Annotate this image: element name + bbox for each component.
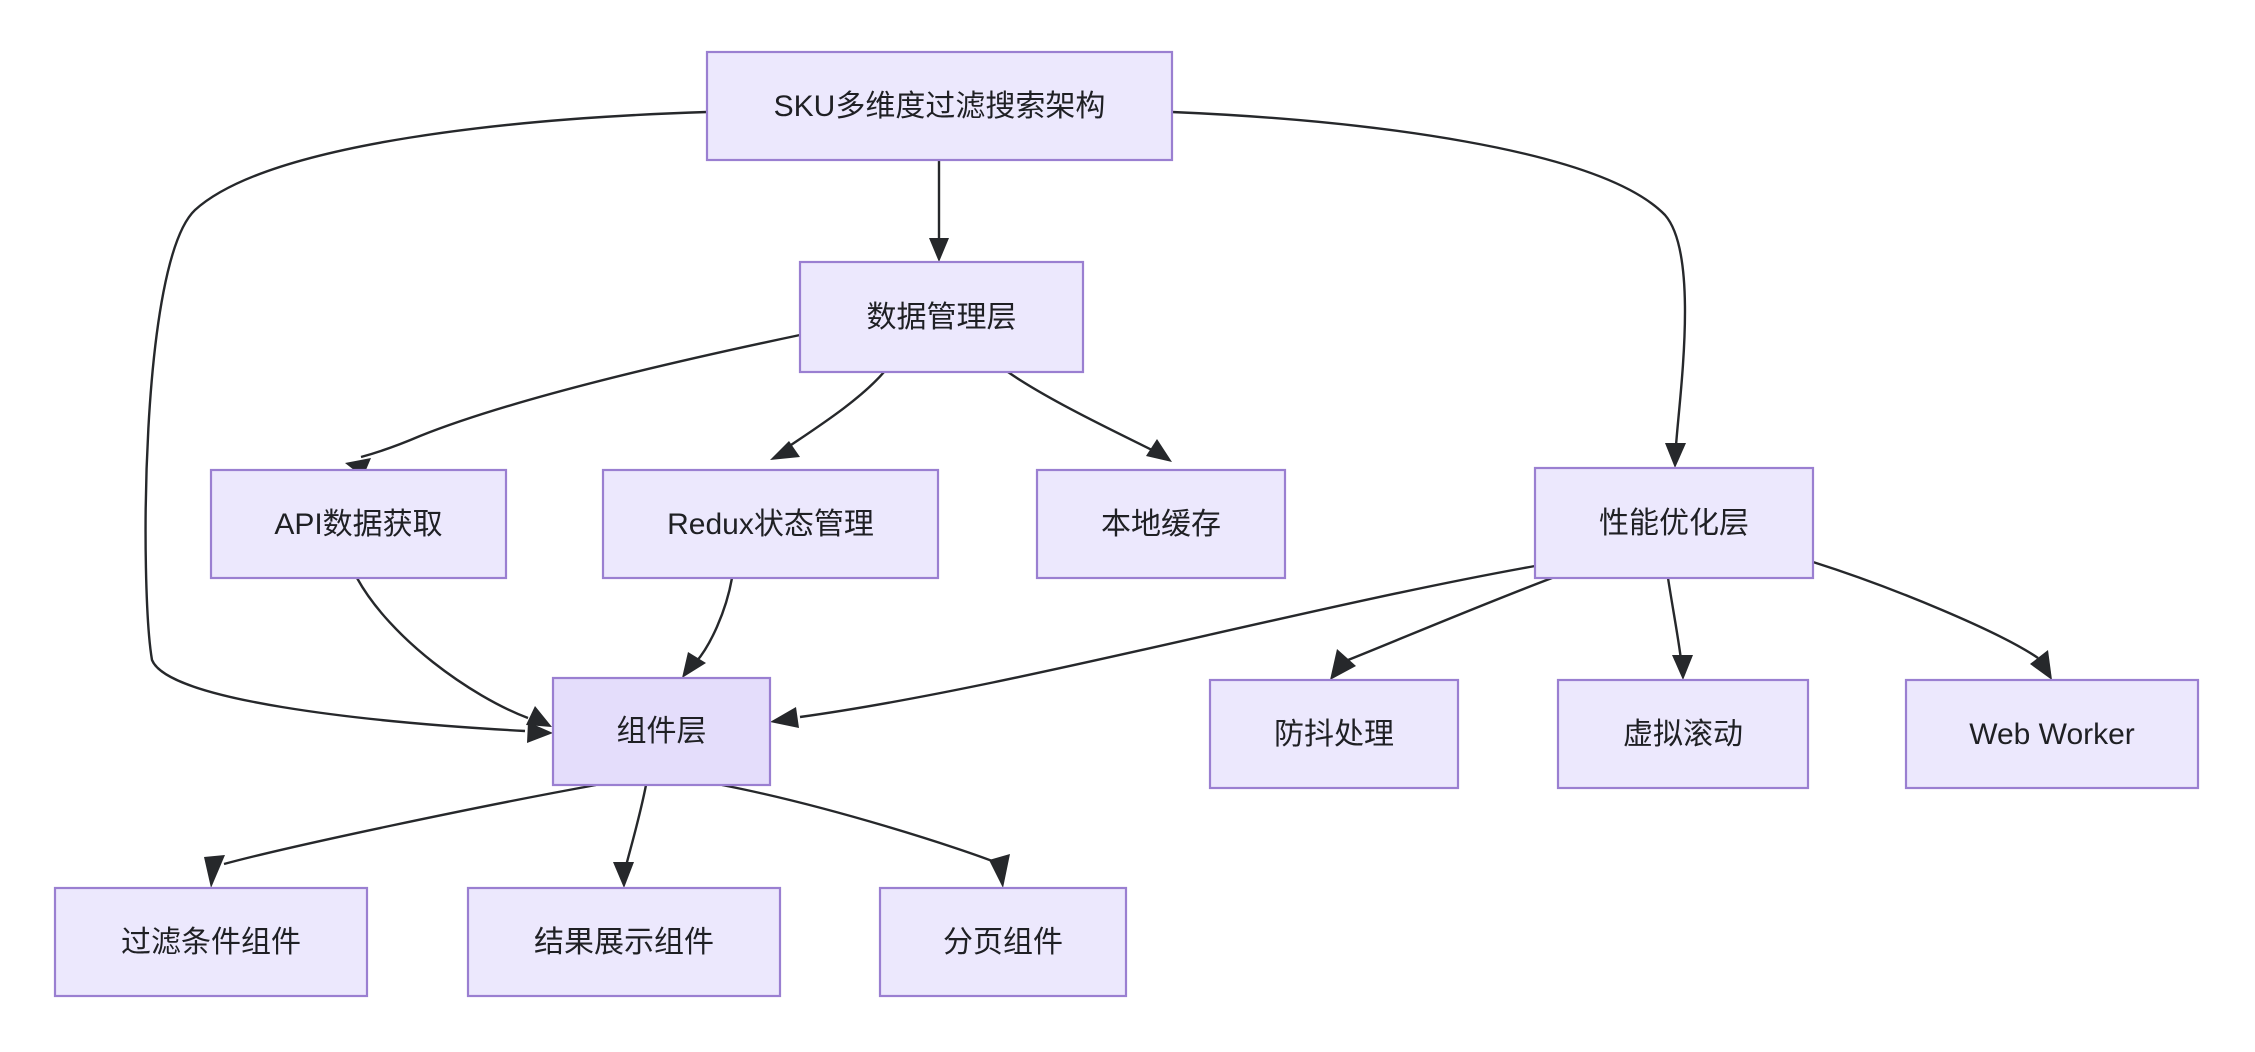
edge-root-to-data-layer: [929, 160, 949, 262]
node-webworker-label: Web Worker: [1969, 718, 2135, 751]
edge-component-to-result: [613, 784, 648, 888]
node-root[interactable]: SKU多维度过滤搜索架构: [705, 50, 1174, 162]
node-filter-cmp-label: 过滤条件组件: [121, 926, 301, 959]
edge-perf-to-debounce: [1330, 576, 1553, 680]
node-api-label: API数据获取: [274, 508, 442, 541]
edge-component-to-page: [721, 783, 1010, 888]
node-cache[interactable]: 本地缓存: [1035, 468, 1287, 580]
node-webworker[interactable]: Web Worker: [1904, 678, 2200, 790]
node-cache-label: 本地缓存: [1101, 508, 1221, 541]
node-page-cmp[interactable]: 分页组件: [878, 886, 1128, 998]
node-component[interactable]: 组件层: [551, 676, 772, 787]
node-virtual[interactable]: 虚拟滚动: [1556, 678, 1810, 790]
edge-perf-to-virtual: [1666, 577, 1693, 680]
edge-component-to-filter: [204, 783, 597, 888]
edge-perf-to-webworker: [1812, 560, 2052, 680]
node-perf[interactable]: 性能优化层: [1533, 466, 1815, 580]
node-api[interactable]: API数据获取: [209, 468, 508, 580]
edge-perf-to-component: [770, 564, 1536, 728]
edge-data-layer-to-api: [345, 333, 801, 477]
node-debounce[interactable]: 防抖处理: [1208, 678, 1460, 790]
node-component-label: 组件层: [617, 715, 707, 748]
node-layer: SKU多维度过滤搜索架构 数据管理层 API数据获取 Redux状态管理 本地缓…: [53, 50, 2200, 998]
node-perf-label: 性能优化层: [1599, 507, 1749, 540]
edge-layer: [144, 110, 2052, 888]
node-redux[interactable]: Redux状态管理: [601, 468, 940, 580]
edge-api-to-component: [355, 577, 552, 727]
node-filter-cmp[interactable]: 过滤条件组件: [53, 886, 369, 998]
edge-root-to-component: [144, 110, 708, 743]
edge-data-layer-to-redux: [770, 371, 885, 460]
node-debounce-label: 防抖处理: [1274, 718, 1394, 751]
node-data-layer-label: 数据管理层: [867, 301, 1017, 334]
node-virtual-label: 虚拟滚动: [1623, 718, 1743, 751]
node-data-layer[interactable]: 数据管理层: [798, 260, 1085, 374]
node-result-cmp-label: 结果展示组件: [534, 926, 714, 959]
node-redux-label: Redux状态管理: [667, 508, 874, 541]
node-result-cmp[interactable]: 结果展示组件: [466, 886, 782, 998]
edge-root-to-perf: [1171, 110, 1687, 468]
edge-data-layer-to-cache: [1007, 371, 1172, 462]
edge-redux-to-component: [682, 577, 734, 678]
node-page-cmp-label: 分页组件: [943, 926, 1063, 959]
node-root-label: SKU多维度过滤搜索架构: [774, 90, 1106, 123]
